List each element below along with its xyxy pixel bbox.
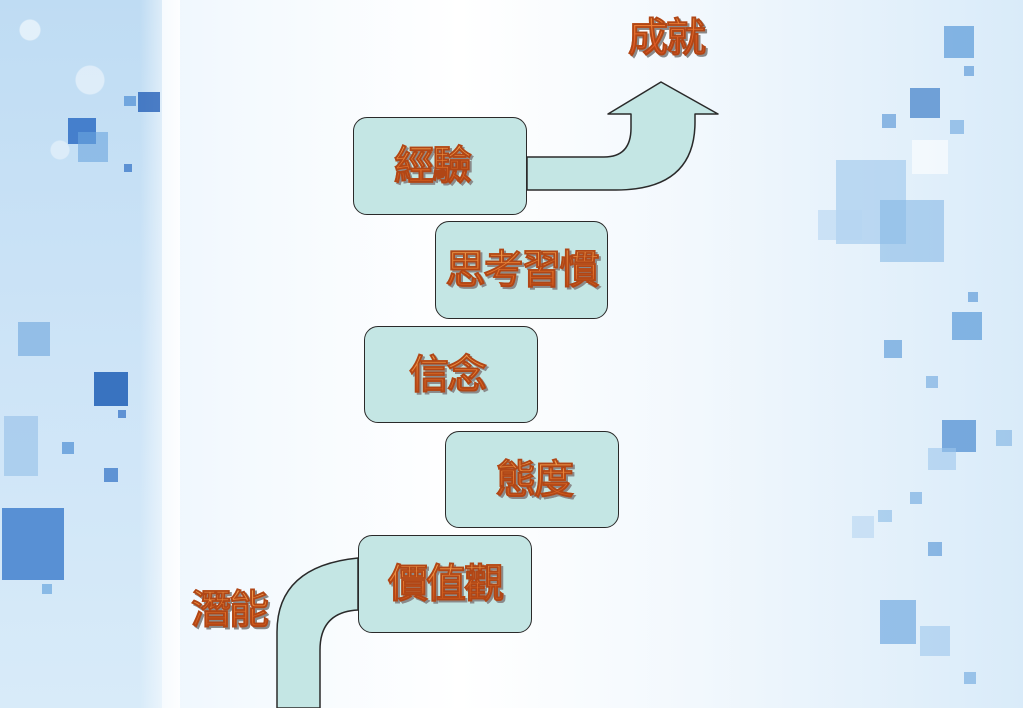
decor-square — [118, 410, 126, 418]
step-label: 信念 — [409, 351, 488, 398]
decor-square — [912, 140, 948, 174]
goal-arrow — [526, 81, 719, 191]
step-box-attitude: 態度 — [445, 431, 619, 528]
decor-square — [124, 96, 136, 106]
step-box-values: 價值觀 — [358, 535, 532, 633]
step-label: 思考習慣 — [445, 247, 600, 293]
decor-square — [950, 120, 964, 134]
decor-square — [928, 542, 942, 556]
decor-square — [104, 468, 118, 482]
decor-square — [944, 26, 974, 58]
decor-square — [884, 340, 902, 358]
decor-square — [818, 210, 862, 240]
decor-square — [968, 292, 978, 302]
decor-square — [942, 420, 976, 452]
decor-square — [964, 66, 974, 76]
decor-square — [94, 372, 128, 406]
decor-square — [78, 132, 108, 162]
start-arrow — [276, 557, 359, 708]
decor-square — [928, 448, 956, 470]
decor-square — [880, 200, 944, 262]
decor-square — [964, 672, 976, 684]
decor-square — [910, 88, 940, 118]
decor-square — [4, 416, 38, 476]
decor-square — [62, 442, 74, 454]
decor-square — [882, 114, 896, 128]
decor-square — [910, 492, 922, 504]
decor-square — [852, 516, 874, 538]
step-box-thinking-habits: 思考習慣 — [435, 221, 608, 319]
decor-square — [880, 600, 916, 644]
decor-square — [124, 164, 132, 172]
decor-square — [42, 584, 52, 594]
decor-square — [920, 626, 950, 656]
decor-square — [18, 322, 50, 356]
step-box-belief: 信念 — [364, 326, 538, 423]
step-label: 態度 — [496, 456, 575, 503]
decor-square — [952, 312, 982, 340]
decor-square — [138, 92, 160, 112]
decor-square — [878, 510, 892, 522]
start-label: 潛能 — [191, 587, 270, 633]
decor-square — [996, 430, 1012, 446]
step-box-experience: 經驗 — [353, 117, 527, 215]
decor-square — [2, 508, 64, 580]
goal-label: 成就 — [628, 15, 707, 61]
decor-square — [926, 376, 938, 388]
step-label: 經驗 — [394, 143, 473, 189]
step-label: 價值觀 — [388, 561, 505, 607]
